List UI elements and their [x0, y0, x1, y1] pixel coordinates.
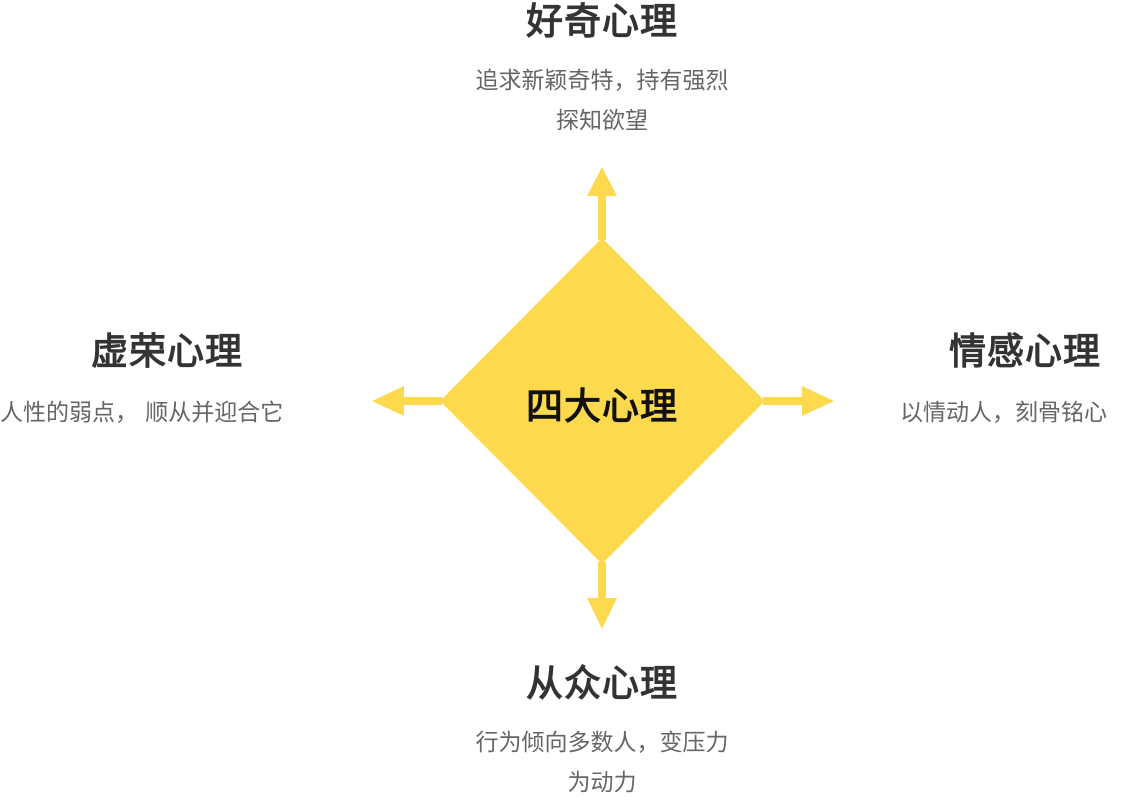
node-desc-conformity-line2: 为动力: [567, 770, 637, 796]
center-label: 四大心理: [526, 385, 678, 428]
arrow-up: [587, 167, 617, 240]
arrow-down: [587, 562, 617, 629]
arrow-right: [763, 386, 834, 416]
node-desc-vanity: 人性的弱点， 顺从并迎合它: [0, 400, 284, 426]
node-desc-conformity-line1: 行为倾向多数人，变压力: [475, 730, 729, 756]
node-desc-emotion: 以情动人，刻骨铭心: [900, 400, 1107, 426]
node-title-vanity: 虚荣心理: [91, 330, 243, 373]
node-title-emotion: 情感心理: [949, 330, 1101, 373]
center-diamond: [440, 238, 765, 564]
node-desc-curiosity-line2: 探知欲望: [556, 108, 648, 134]
node-desc-curiosity-line1: 追求新颖奇特，持有强烈: [475, 68, 729, 94]
arrow-left: [372, 386, 442, 416]
node-title-conformity: 从众心理: [526, 662, 678, 705]
node-title-curiosity: 好奇心理: [526, 0, 678, 43]
